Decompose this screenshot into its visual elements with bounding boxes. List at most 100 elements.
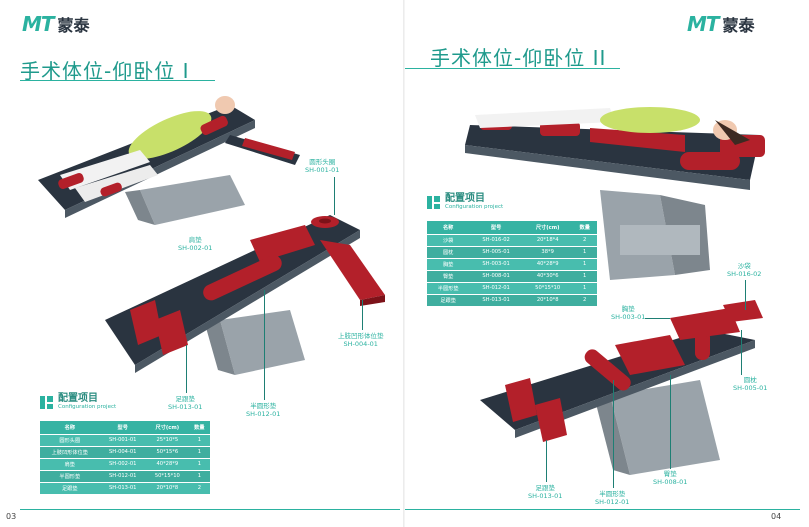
supine-patient-illustration: [465, 107, 765, 280]
cell-model: SH-008-01: [469, 269, 523, 282]
cell-size: 38*9: [522, 245, 573, 258]
callout-chest-pad-name: 胸垫: [621, 305, 635, 313]
config-heading: 配置项目 Configuration project: [427, 193, 503, 211]
cell-name: 臀垫: [427, 269, 470, 282]
cell-qty: 1: [572, 257, 597, 270]
cell-qty: 1: [572, 281, 597, 294]
leader-half-round-pad: [613, 380, 614, 488]
callout-arm-board-pad-name: 上肢凹形体位垫: [338, 332, 384, 340]
callout-chest-pad-code: SH-003-01: [611, 313, 646, 321]
col-qty: 数量: [188, 421, 210, 434]
supine-patient-illustration: [38, 96, 300, 225]
cell-name: 沙袋: [427, 233, 470, 246]
cell-name: 半圆形垫: [427, 281, 470, 294]
callout-head-ring: 圆形头圈 SH-001-01: [305, 158, 339, 174]
callout-head-ring-code: SH-001-01: [305, 166, 340, 174]
col-name: 名称: [40, 421, 100, 434]
table-row: 足跟垫 SH-013-01 20*10*8 2: [40, 481, 210, 494]
cell-size: 40*28*9: [522, 257, 573, 270]
cell-model: SH-005-01: [469, 245, 523, 258]
cell-size: 20*18*4: [522, 233, 573, 246]
config-table: 名称 型号 尺寸(cm) 数量 沙袋 SH-016-02 20*18*4 2 圆…: [427, 221, 597, 306]
callout-arm-board-pad: 上肢凹形体位垫 SH-004-01: [338, 332, 384, 348]
callout-heel-pad-name: 足跟垫: [535, 484, 555, 492]
cell-size: 50*15*6: [145, 445, 189, 458]
config-title: 配置项目: [445, 193, 485, 204]
leader-round-pillow: [741, 330, 742, 375]
config-subtitle: Configuration project: [58, 404, 117, 410]
col-name: 名称: [427, 221, 470, 234]
callout-half-round-pad: 半圆形垫 SH-012-01: [246, 402, 280, 418]
callout-round-pillow-name: 圆枕: [743, 376, 757, 384]
leader-sandbag: [745, 280, 746, 310]
brand-logo: MT 蒙泰: [22, 12, 90, 36]
leader-heel-pad: [546, 440, 547, 482]
config-icon: [40, 395, 53, 409]
cell-model: SH-013-01: [469, 293, 523, 306]
leader-head-ring: [334, 177, 335, 215]
page-title: 手术体位-仰卧位 II: [430, 46, 607, 70]
cell-name: 足跟垫: [40, 481, 100, 494]
cell-qty: 2: [572, 233, 597, 246]
callout-half-round-pad-name: 半圆形垫: [599, 490, 626, 498]
leader-hip-pad: [670, 375, 671, 469]
page-number: 04: [771, 512, 782, 521]
cell-model: SH-003-01: [469, 257, 523, 270]
callout-sandbag-code: SH-016-02: [727, 270, 762, 278]
cell-model: SH-016-02: [469, 233, 523, 246]
cell-model: SH-012-01: [99, 469, 146, 482]
page-number: 03: [6, 512, 17, 521]
cell-qty: 2: [188, 481, 210, 494]
cell-qty: 1: [188, 457, 210, 470]
col-model: 型号: [469, 221, 523, 234]
cell-name: 圆枕: [427, 245, 470, 258]
cell-model: SH-001-01: [99, 433, 146, 446]
callout-head-ring-name: 圆形头圈: [309, 158, 336, 166]
col-qty: 数量: [572, 221, 597, 234]
cell-size: 50*15*10: [145, 469, 189, 482]
callout-round-pillow-code: SH-005-01: [733, 384, 768, 392]
leader-chest-pad: [645, 318, 670, 319]
config-title: 配置项目: [58, 393, 98, 404]
callout-half-round-pad-code: SH-012-01: [595, 498, 630, 506]
cell-size: 40*28*9: [145, 457, 189, 470]
cell-size: 25*10*5: [145, 433, 189, 446]
callout-sandbag-name: 沙袋: [737, 262, 751, 270]
leader-heel-pad: [186, 345, 187, 393]
col-size: 尺寸(cm): [522, 221, 573, 234]
table-row: 圆形头圈 SH-001-01 25*10*5 1: [40, 433, 210, 446]
col-size: 尺寸(cm): [145, 421, 189, 434]
table-row: 胸垫 SH-003-01 40*28*9 1: [427, 257, 597, 270]
table-row: 半圆形垫 SH-012-01 50*15*10 1: [40, 469, 210, 482]
table-row: 半圆形垫 SH-012-01 50*15*10 1: [427, 281, 597, 294]
callout-chest-pad: 胸垫 SH-003-01: [611, 305, 645, 321]
cell-qty: 1: [572, 269, 597, 282]
cell-name: 上肢凹形体位垫: [40, 445, 100, 458]
cell-model: SH-004-01: [99, 445, 146, 458]
right-page: MT 蒙泰 手术体位-仰卧位 II 配置项目 Configura: [405, 0, 809, 527]
table-pads-illustration: [105, 215, 385, 375]
footer-rule: [20, 509, 400, 510]
table-row: 足跟垫 SH-013-01 20*10*8 2: [427, 293, 597, 306]
table-header-row: 名称 型号 尺寸(cm) 数量: [40, 421, 210, 434]
callout-sandbag: 沙袋 SH-016-02: [727, 262, 761, 278]
cell-size: 20*10*8: [145, 481, 189, 494]
brand-mark: MT: [22, 12, 55, 36]
brand-logo: MT 蒙泰: [687, 12, 755, 36]
cell-size: 20*10*8: [522, 293, 573, 306]
callout-shoulder-pad: 肩垫 SH-002-01: [178, 236, 212, 252]
table-pads-illustration: [480, 300, 763, 475]
cell-qty: 1: [188, 433, 210, 446]
table-row: 肩垫 SH-002-01 40*28*9 1: [40, 457, 210, 470]
cell-qty: 1: [188, 445, 210, 458]
callout-hip-pad-code: SH-008-01: [653, 478, 688, 486]
left-page: MT 蒙泰 手术体位-仰卧位 I: [0, 0, 404, 527]
cell-qty: 1: [188, 469, 210, 482]
page-title: 手术体位-仰卧位 I: [20, 59, 190, 83]
cell-qty: 2: [572, 293, 597, 306]
cell-model: SH-013-01: [99, 481, 146, 494]
callout-shoulder-pad-name: 肩垫: [188, 236, 202, 244]
callout-heel-pad-code: SH-013-01: [168, 403, 203, 411]
cell-name: 足跟垫: [427, 293, 470, 306]
callout-heel-pad-name: 足跟垫: [175, 395, 195, 403]
